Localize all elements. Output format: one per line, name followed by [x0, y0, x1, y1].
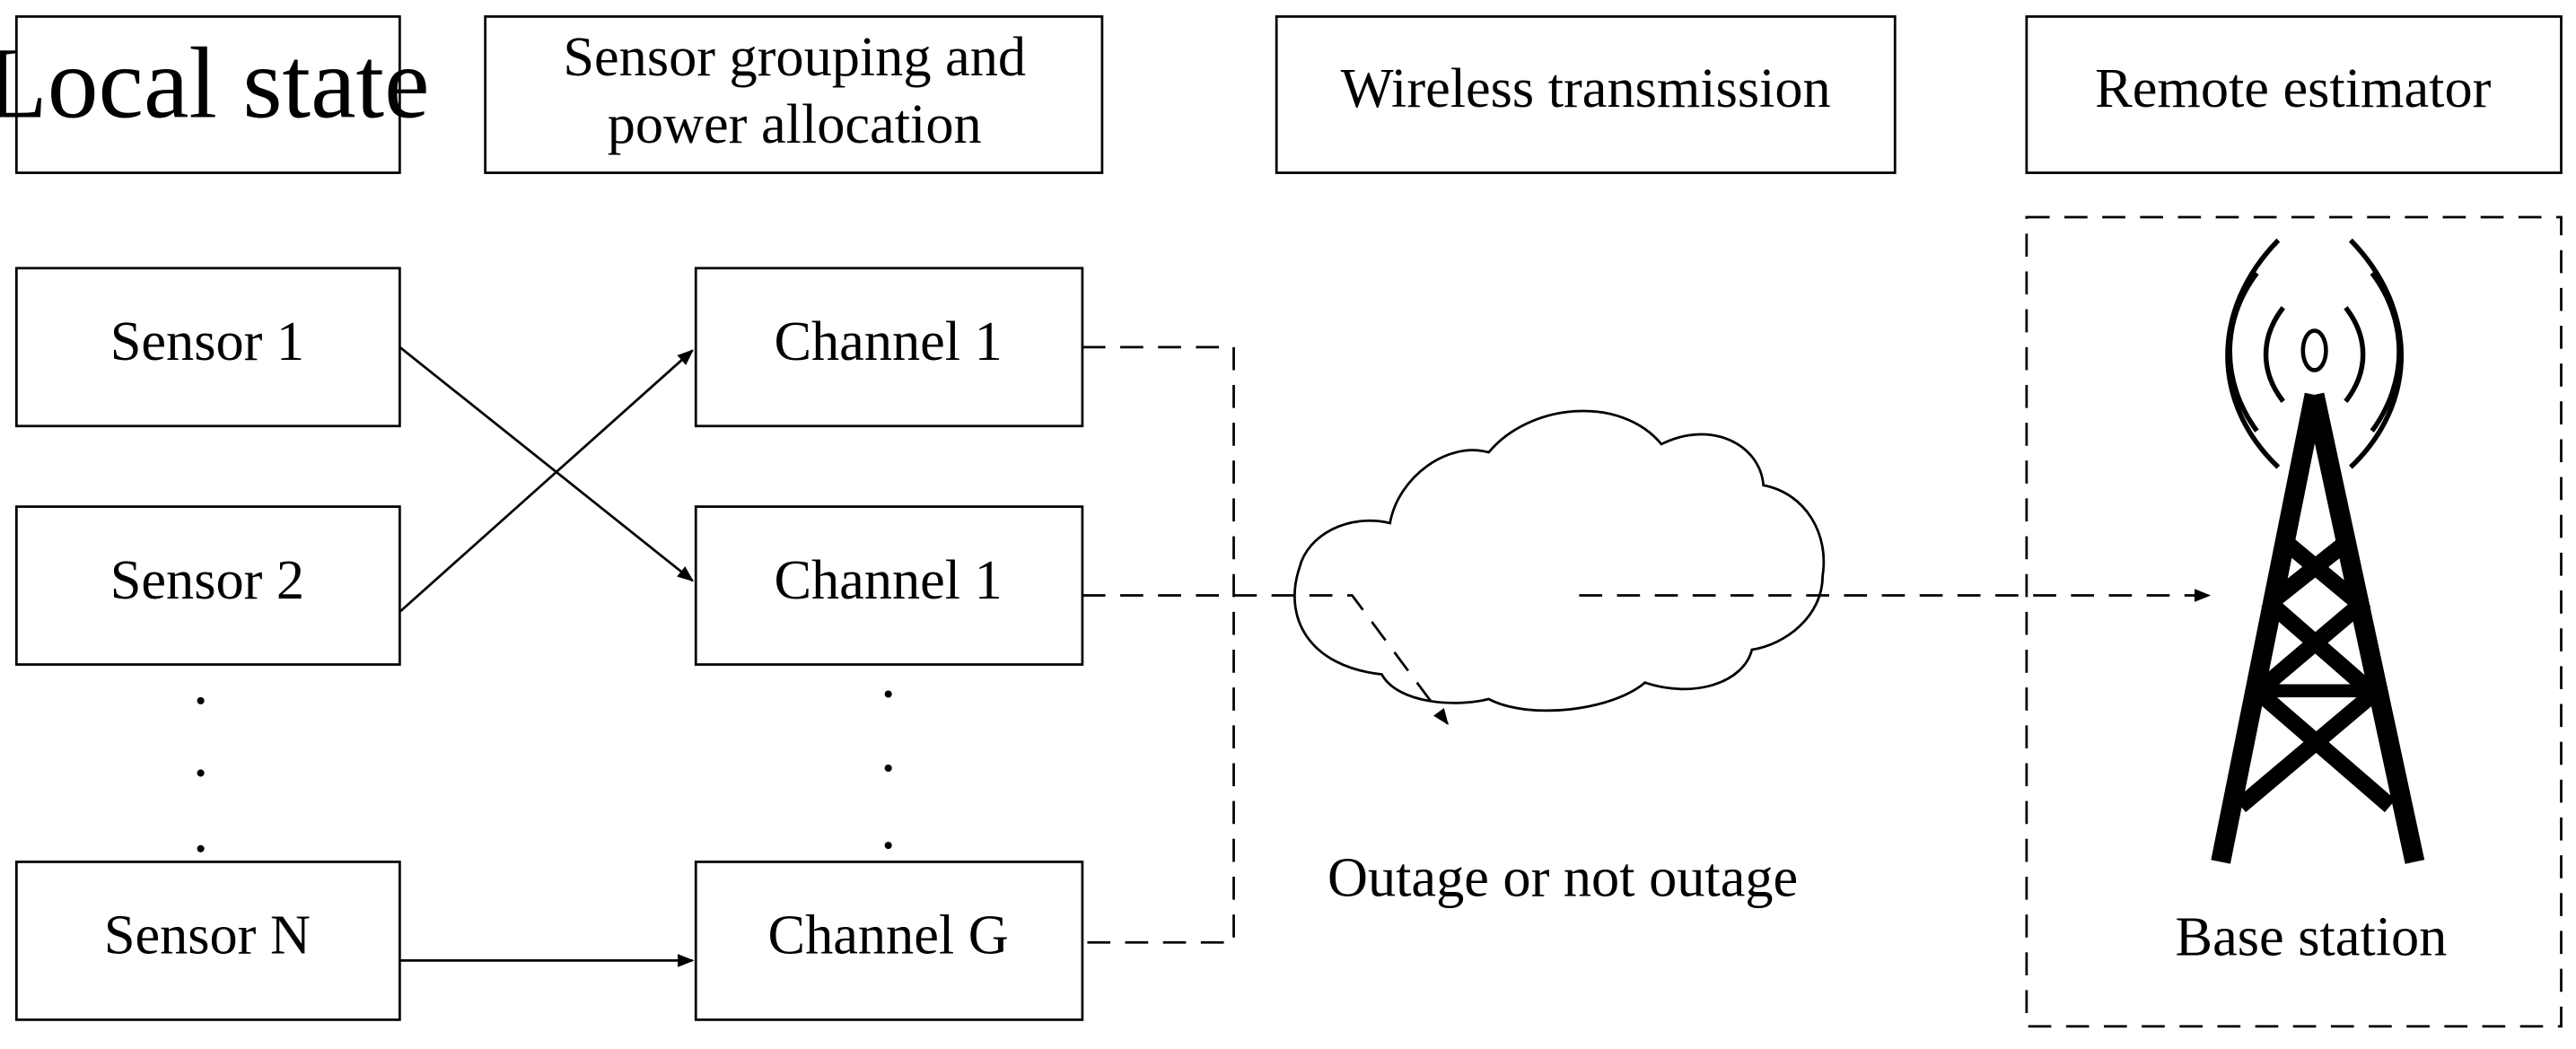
cloud-caption: Outage or not outage [1327, 847, 1798, 909]
base-station-label: Base station [2176, 906, 2448, 968]
header-local-state: Local state [0, 15, 430, 174]
dashed-bus-connector [1082, 345, 1235, 944]
arrow-sensor1-to-channel2 [399, 345, 694, 582]
channel-g-label: Channel G [768, 905, 1009, 966]
header-remote: Remote estimator [2025, 15, 2563, 174]
arrow-sensor2-to-channel1 [399, 349, 694, 613]
channel-2-label: Channel 1 [774, 549, 1002, 611]
header-grouping-line1: Sensor grouping and [563, 26, 1026, 88]
channel-box-2: Channel 1 [694, 505, 1084, 666]
sensor-2-label: Sensor 2 [110, 549, 304, 611]
header-wireless: Wireless transmission [1275, 15, 1897, 174]
sensor-n-label: Sensor N [104, 905, 311, 966]
base-station-container [2025, 215, 2563, 1028]
channel-box-g: Channel G [694, 861, 1084, 1021]
sensor-ellipsis [197, 696, 205, 852]
header-local-state-label: Local state [0, 27, 430, 140]
sensor-box-2: Sensor 2 [14, 505, 401, 666]
sensor-box-n: Sensor N [14, 861, 401, 1021]
header-grouping: Sensor grouping and power allocation [484, 15, 1104, 174]
sensor-box-1: Sensor 1 [14, 267, 401, 428]
header-remote-label: Remote estimator [2095, 57, 2491, 119]
sensor-1-label: Sensor 1 [110, 310, 304, 372]
antenna-tower-icon [2211, 238, 2425, 864]
dashed-to-cloud [1082, 594, 1449, 725]
channel-box-1: Channel 1 [694, 267, 1084, 428]
header-wireless-label: Wireless transmission [1341, 57, 1831, 119]
channel-ellipsis [884, 690, 892, 850]
header-grouping-line2: power allocation [608, 93, 982, 155]
cloud-shape [1293, 409, 1826, 712]
channel-1-label: Channel 1 [774, 310, 1002, 372]
